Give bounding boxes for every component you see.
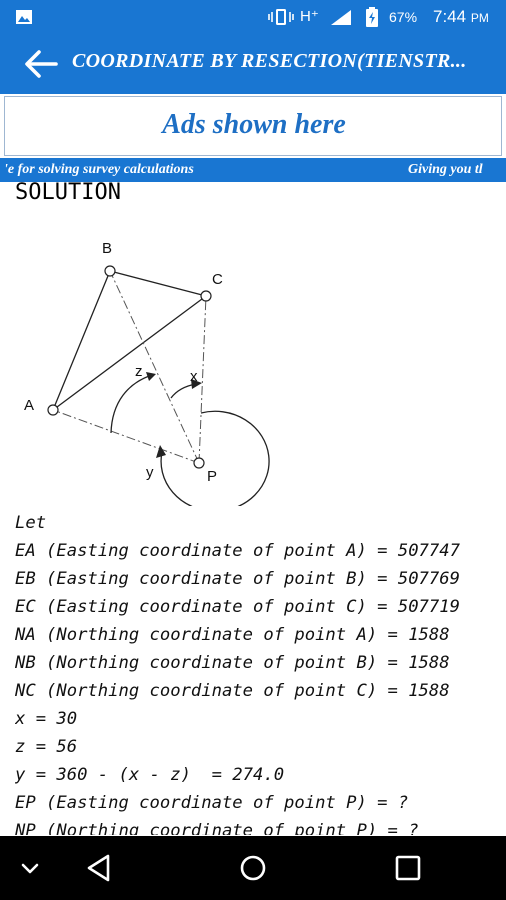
point-a-marker (47, 404, 59, 416)
label-y: y (146, 464, 154, 481)
angle-z-arc (110, 374, 153, 434)
home-circle-icon[interactable] (229, 836, 277, 900)
angle-y-arc (160, 410, 270, 506)
solution-line: y = 360 - (x - z) = 274.0 (15, 765, 285, 785)
signal-icon (331, 10, 351, 25)
gallery-notification-icon (16, 10, 32, 24)
solution-line: EA (Easting coordinate of point A) = 507… (15, 541, 460, 561)
app-bar: COORDINATE BY RESECTION(TIENSTR... (0, 34, 506, 94)
solution-heading: SOLUTION (15, 180, 121, 205)
battery-percent-label: 67% (389, 9, 418, 25)
clock-label: 7:44 PM (433, 0, 489, 34)
point-c-marker (200, 290, 212, 302)
clock-time: 7:44 (433, 7, 467, 26)
label-x: x (190, 368, 198, 385)
chevron-down-icon[interactable] (6, 836, 54, 900)
status-bar: H⁺ 67% 7:44 PM (0, 0, 506, 34)
ticker-text-left: 'e for solving survey calculations (4, 162, 194, 177)
solution-line: EB (Easting coordinate of point B) = 507… (15, 569, 460, 589)
clock-suffix: PM (470, 11, 489, 25)
angle-z-arrowhead (146, 372, 156, 381)
label-p: P (207, 468, 217, 485)
solution-line: Let (15, 513, 47, 533)
solution-line: NP (Northing coordinate of point P) = ? (15, 821, 419, 835)
page-title: COORDINATE BY RESECTION(TIENSTR... (72, 50, 467, 72)
point-b-marker (104, 265, 116, 277)
system-nav-bar (0, 836, 506, 900)
recents-square-icon[interactable] (384, 836, 432, 900)
label-b: B (102, 240, 112, 257)
marquee-ticker: 'e for solving survey calculations Givin… (0, 158, 506, 182)
solution-line: EC (Easting coordinate of point C) = 507… (15, 597, 460, 617)
battery-icon (366, 7, 378, 27)
solution-line: z = 56 (15, 737, 78, 757)
solution-line: NB (Northing coordinate of point B) = 15… (15, 653, 450, 673)
solution-line: NC (Northing coordinate of point C) = 15… (15, 681, 450, 701)
point-p-marker (193, 457, 205, 469)
line-b-c (109, 270, 207, 297)
label-a: A (24, 397, 34, 414)
label-c: C (212, 271, 223, 288)
solution-text: Let EA (Easting coordinate of point A) =… (15, 509, 506, 835)
ray-p-a (52, 409, 200, 464)
solution-line: x = 30 (15, 709, 78, 729)
line-a-b (52, 270, 111, 411)
back-arrow-icon[interactable] (22, 44, 62, 84)
line-a-c (52, 295, 207, 411)
back-triangle-icon[interactable] (76, 836, 124, 900)
ad-banner[interactable]: Ads shown here (4, 96, 502, 156)
label-z: z (135, 363, 143, 380)
ray-p-c (198, 295, 207, 464)
network-type-label: H⁺ (300, 8, 319, 25)
angle-x-arrowhead (191, 379, 202, 389)
ad-banner-text: Ads shown here (162, 109, 346, 140)
ticker-text-right: Giving you tl (408, 162, 483, 177)
ray-p-b (109, 270, 200, 464)
vibrate-icon (268, 9, 294, 25)
solution-line: EP (Easting coordinate of point P) = ? (15, 793, 409, 813)
solution-line: NA (Northing coordinate of point A) = 15… (15, 625, 450, 645)
angle-y-arrowhead (156, 445, 166, 458)
resection-diagram: A B C P z x y (24, 240, 270, 506)
